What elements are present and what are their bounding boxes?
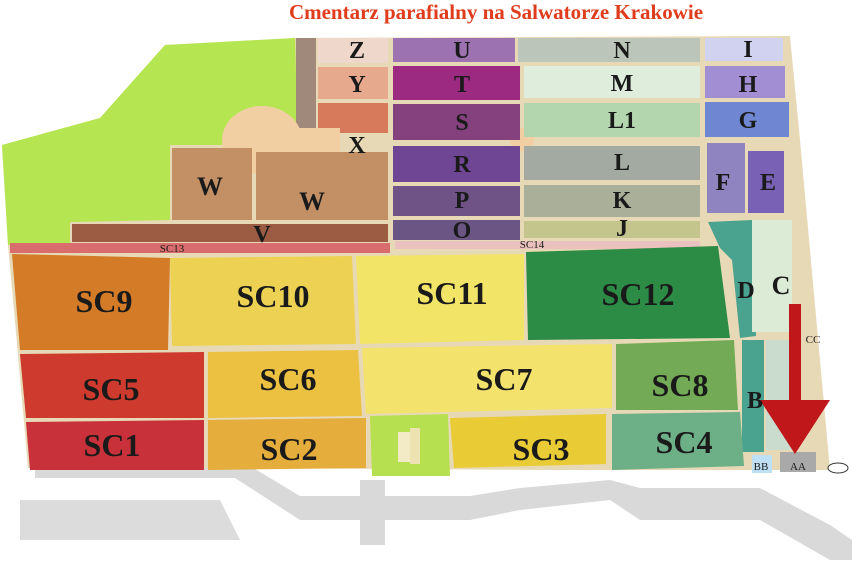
section-T[interactable] — [393, 66, 520, 100]
label-W-left: W — [197, 172, 223, 201]
section-F[interactable] — [707, 143, 745, 213]
label-AA: AA — [790, 461, 806, 473]
section-SC6[interactable] — [208, 350, 362, 418]
section-BB[interactable] — [752, 455, 772, 473]
label-X: X — [348, 133, 366, 159]
compass-icon — [827, 462, 849, 474]
label-R: R — [453, 152, 471, 178]
label-SC11: SC11 — [416, 275, 487, 311]
section-SC2[interactable] — [208, 418, 366, 470]
plaza-left-arm — [280, 128, 340, 152]
section-Y[interactable] — [318, 67, 388, 99]
label-L1: L1 — [608, 108, 636, 134]
label-Y: Y — [348, 72, 365, 98]
section-SC11[interactable] — [356, 254, 524, 344]
section-SC1[interactable] — [26, 420, 204, 470]
entrance-arrow-icon — [760, 304, 830, 454]
section-SC14[interactable] — [395, 241, 700, 249]
section-D[interactable] — [708, 220, 756, 338]
section-K[interactable] — [524, 185, 700, 217]
label-S: S — [455, 110, 468, 136]
label-SC12: SC12 — [602, 276, 675, 312]
section-C[interactable] — [752, 220, 792, 332]
section-W-right[interactable] — [256, 152, 388, 220]
label-B: B — [747, 388, 763, 414]
brown-strip — [296, 38, 316, 143]
label-Z: Z — [349, 38, 365, 64]
section-SC7[interactable] — [362, 344, 612, 414]
label-K: K — [613, 188, 632, 214]
section-SC5[interactable] — [20, 352, 204, 418]
green-field — [2, 38, 298, 245]
label-D: D — [737, 278, 754, 304]
label-BB: BB — [754, 461, 769, 473]
section-L1[interactable] — [524, 103, 700, 137]
label-SC13: SC13 — [160, 243, 185, 255]
section-S[interactable] — [393, 104, 520, 140]
section-SC3[interactable] — [450, 414, 606, 468]
section-labels: Z Y X U T S R P O N M L1 L K J I H G F E… — [76, 37, 821, 473]
section-G[interactable] — [705, 102, 789, 137]
label-E: E — [760, 170, 776, 196]
section-AA[interactable] — [780, 452, 816, 472]
section-SC10[interactable] — [170, 256, 356, 346]
label-F: F — [716, 170, 731, 196]
label-SC4: SC4 — [656, 424, 713, 460]
chapel-tower-icon — [410, 428, 420, 464]
label-SC9: SC9 — [76, 283, 133, 319]
label-SC3: SC3 — [513, 431, 570, 467]
label-SC8: SC8 — [652, 367, 709, 403]
road-outline — [20, 460, 852, 560]
label-V: V — [253, 222, 271, 248]
section-SC9[interactable] — [12, 254, 170, 350]
map-title: Cmentarz parafialny na Salwatorze Krakow… — [288, 0, 704, 24]
label-SC5: SC5 — [83, 371, 140, 407]
section-SC12[interactable] — [526, 246, 730, 340]
section-N[interactable] — [518, 38, 700, 62]
label-SC7: SC7 — [476, 361, 533, 397]
label-SC14: SC14 — [520, 239, 545, 251]
section-M[interactable] — [524, 66, 700, 98]
label-SC6: SC6 — [260, 361, 317, 397]
section-U[interactable] — [393, 38, 515, 62]
label-W-right: W — [299, 187, 325, 216]
section-SC13[interactable] — [10, 243, 390, 253]
section-Z[interactable] — [318, 38, 388, 63]
label-C: C — [772, 271, 791, 300]
label-O: O — [453, 218, 472, 244]
chapel-icon — [398, 432, 410, 462]
section-V[interactable] — [72, 224, 388, 242]
section-E[interactable] — [748, 151, 784, 213]
label-G: G — [739, 108, 758, 134]
label-I: I — [743, 37, 752, 63]
section-L[interactable] — [524, 146, 700, 180]
label-J: J — [616, 216, 628, 242]
label-SC1: SC1 — [84, 427, 141, 463]
label-CC: CC — [806, 334, 821, 346]
label-T: T — [454, 72, 470, 98]
section-R[interactable] — [393, 146, 520, 182]
label-N: N — [613, 38, 631, 64]
section-I[interactable] — [705, 38, 783, 61]
section-B[interactable] — [742, 340, 764, 452]
section-H[interactable] — [705, 66, 785, 98]
label-SC2: SC2 — [261, 431, 318, 467]
label-U: U — [453, 38, 470, 64]
label-L: L — [614, 150, 630, 176]
section-J[interactable] — [524, 221, 700, 238]
label-SC10: SC10 — [237, 278, 310, 314]
section-O[interactable] — [393, 220, 520, 240]
label-P: P — [455, 188, 470, 214]
section-SC8[interactable] — [616, 340, 738, 410]
label-H: H — [739, 72, 758, 98]
section-W-left[interactable] — [172, 148, 252, 220]
section-SC4[interactable] — [612, 412, 744, 470]
section-P[interactable] — [393, 186, 520, 216]
label-M: M — [611, 71, 634, 97]
